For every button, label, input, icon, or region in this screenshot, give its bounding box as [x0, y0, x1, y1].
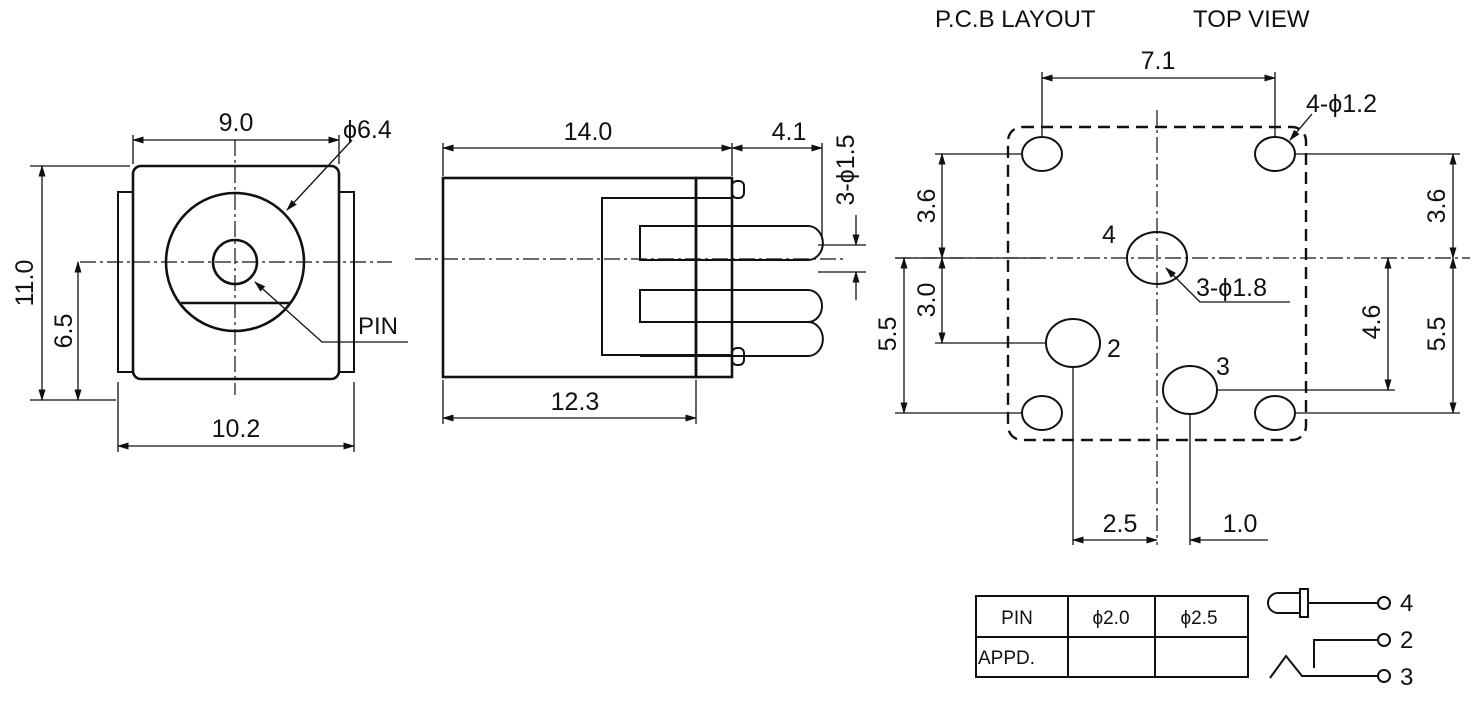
dim-3-phi-1-5: 3-ϕ1.5 — [832, 135, 860, 206]
mount-hole-tr — [1254, 136, 1296, 172]
side-rear-block — [694, 176, 734, 379]
dim-right-4-6: 4.6 — [1358, 305, 1386, 340]
dim-4-phi-1-2: 4-ϕ1.2 — [1306, 90, 1377, 118]
dim-2-5: 2.5 — [1103, 510, 1138, 538]
dim-11-0: 11.0 — [11, 260, 39, 307]
mount-hole-bl — [1021, 395, 1063, 431]
table-row-appd: APPD. — [978, 648, 1035, 669]
dim-right-5-5: 5.5 — [1423, 317, 1451, 352]
dim-7-1: 7.1 — [1141, 47, 1176, 75]
plug-symbol — [1267, 592, 1300, 614]
table-header-phi-2-5: ϕ2.5 — [1180, 608, 1217, 629]
dim-phi-6-4: ϕ6.4 — [343, 116, 392, 144]
pcb-title: P.C.B LAYOUT — [935, 6, 1096, 33]
pin-number-3: 3 — [1216, 353, 1230, 381]
dim-12-3: 12.3 — [551, 388, 600, 416]
dim-4-1: 4.1 — [772, 118, 807, 146]
dim-3-phi-1-8: 3-ϕ1.8 — [1196, 274, 1267, 302]
side-view: 14.0 4.1 3-ϕ1.5 12.3 — [415, 118, 866, 424]
terminal-4: 4 — [1400, 590, 1413, 617]
spring-contact — [1269, 654, 1377, 679]
spec-table: PIN ϕ2.0 ϕ2.5 APPD. — [975, 595, 1249, 678]
dim-right-3-6: 3.6 — [1423, 189, 1451, 224]
side-inner-frame — [601, 197, 733, 356]
front-body — [131, 164, 341, 381]
side-body — [441, 176, 698, 379]
dim-1-0: 1.0 — [1223, 510, 1258, 538]
dim-6-5: 6.5 — [50, 314, 78, 349]
pin-hole-2 — [1045, 318, 1101, 368]
pin-number-2: 2 — [1107, 335, 1121, 363]
dim-14-0: 14.0 — [564, 118, 613, 146]
top-view-title: TOP VIEW — [1193, 6, 1310, 33]
front-right-flange — [338, 191, 355, 373]
mount-hole-br — [1254, 395, 1296, 431]
table-header-phi-2-0: ϕ2.0 — [1092, 608, 1129, 629]
mount-hole-tl — [1021, 136, 1063, 172]
pin-hole-3 — [1162, 365, 1218, 415]
pin-number-4: 4 — [1102, 221, 1116, 249]
front-view: 9.0 ϕ6.4 11.0 6.5 10.2 PIN — [11, 109, 408, 452]
pin-hole-4 — [1126, 231, 1188, 285]
front-left-flange — [117, 191, 134, 373]
terminal-3: 3 — [1400, 664, 1413, 691]
table-header-pin: PIN — [1001, 608, 1033, 629]
dim-left-5-5: 5.5 — [874, 317, 902, 352]
dim-10-2: 10.2 — [212, 415, 261, 443]
side-top-tab — [731, 180, 745, 199]
jack-schematic: 4 2 3 — [1267, 588, 1413, 691]
pcb-top-view: P.C.B LAYOUT TOP VIEW 4 2 3 7.1 4-ϕ1.2 — [874, 6, 1470, 545]
dim-left-3-0: 3.0 — [913, 283, 941, 318]
dim-9-0: 9.0 — [219, 109, 254, 137]
dim-left-3-6: 3.6 — [913, 189, 941, 224]
terminal-2: 2 — [1400, 627, 1413, 654]
pin-label: PIN — [358, 313, 398, 340]
